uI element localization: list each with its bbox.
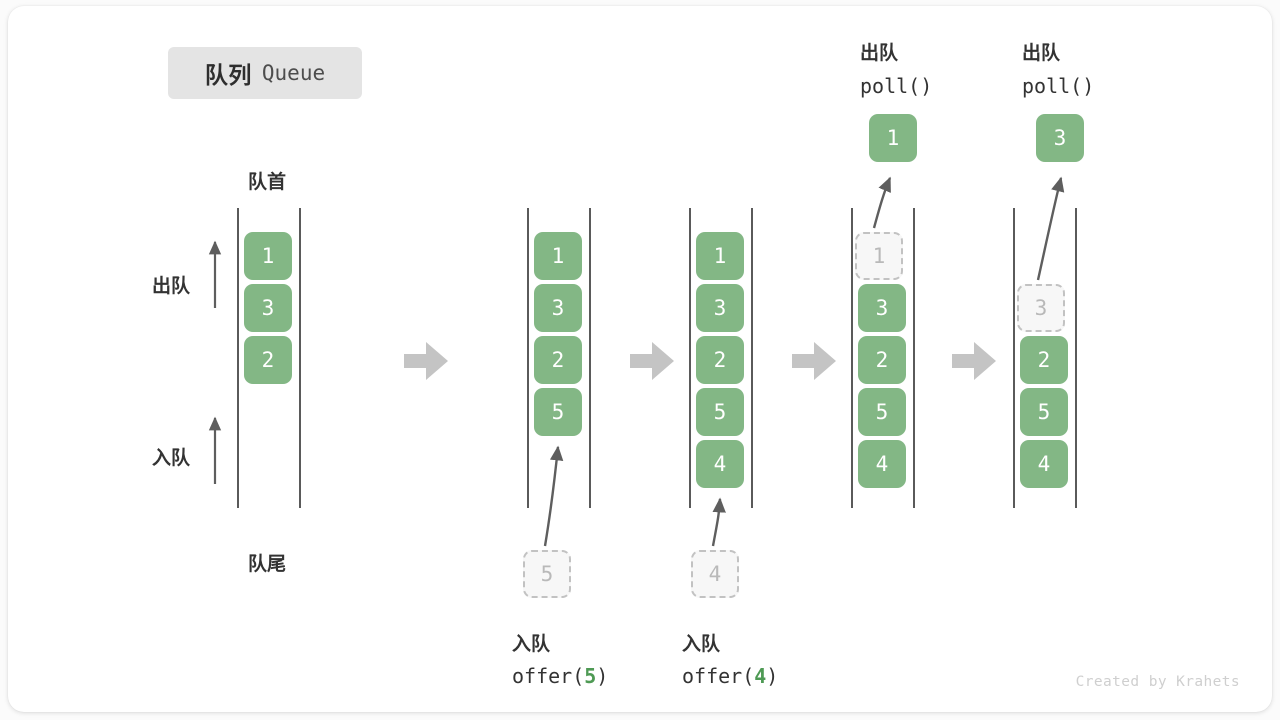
caption-enqueue-cn: 入队 (512, 634, 551, 655)
queue-rail-left-col5 (1013, 208, 1015, 508)
flow-arrow (404, 342, 448, 380)
caption-offer-4-code: offer(4) (682, 664, 778, 688)
queue-cell: 2 (858, 336, 906, 384)
caption-dequeue-cn: 出队 (860, 43, 899, 64)
code-prefix: offer( (682, 664, 755, 688)
arrows-overlay (208, 176, 1065, 547)
queue-cell: 5 (858, 388, 906, 436)
enqueue-arrow-4 (711, 497, 726, 547)
queue-cell: 3 (534, 284, 582, 332)
queue-rail-left-col1 (237, 208, 239, 508)
caption-poll-code: poll() (860, 74, 933, 98)
caption-offer-5-code: offer(5) (512, 664, 608, 688)
queue-cell: 2 (244, 336, 292, 384)
queue-cell: 5 (1020, 388, 1068, 436)
label-dequeue-side: 出队 (152, 276, 191, 297)
title-english: Queue (261, 61, 326, 85)
label-queue-front: 队首 (248, 172, 287, 193)
queue-cell: 1 (534, 232, 582, 280)
queue-cell: 3 (696, 284, 744, 332)
queue-rail-right-col5 (1075, 208, 1077, 508)
caption-dequeue-cn: 出队 (1022, 43, 1061, 64)
caption-poll-code: poll() (1022, 74, 1095, 98)
diagram-stage: 队列 Queue 队首 队尾 出队 入队 1 3 2 1 3 2 5 5 入队 … (8, 6, 1272, 712)
code-prefix: offer( (512, 664, 585, 688)
queue-cell: 4 (1020, 440, 1068, 488)
queue-rail-left-col4 (851, 208, 853, 508)
queue-cell-new: 5 (534, 388, 582, 436)
enqueue-arrow-5 (543, 445, 564, 547)
dequeue-arrow-3 (1036, 176, 1065, 281)
incoming-ghost-cell: 4 (691, 550, 739, 598)
flow-arrow (952, 342, 996, 380)
removed-ghost-cell: 3 (1017, 284, 1065, 332)
queue-rail-right-col3 (751, 208, 753, 508)
queue-cell: 2 (1020, 336, 1068, 384)
diagram-card: 队列 Queue 队首 队尾 出队 入队 1 3 2 1 3 2 5 5 入队 … (8, 6, 1272, 712)
queue-cell: 3 (244, 284, 292, 332)
label-enqueue-side: 入队 (152, 448, 191, 469)
code-arg: 5 (584, 664, 597, 688)
outgoing-cell: 1 (869, 114, 917, 162)
incoming-ghost-cell: 5 (523, 550, 571, 598)
watermark: Created by Krahets (1075, 674, 1240, 690)
dequeue-arrow-1 (872, 176, 892, 229)
queue-cell: 4 (858, 440, 906, 488)
outgoing-cell: 3 (1036, 114, 1084, 162)
code-suffix: ) (766, 664, 779, 688)
title-chinese: 队列 (204, 62, 252, 88)
queue-cell: 2 (534, 336, 582, 384)
queue-rail-right-col2 (589, 208, 591, 508)
queue-cell: 5 (696, 388, 744, 436)
queue-cell: 3 (858, 284, 906, 332)
caption-enqueue-cn: 入队 (682, 634, 721, 655)
queue-rail-left-col3 (689, 208, 691, 508)
queue-rail-left-col2 (527, 208, 529, 508)
queue-cell: 1 (696, 232, 744, 280)
code-arg: 4 (754, 664, 767, 688)
code-suffix: ) (596, 664, 609, 688)
queue-rail-right-col4 (913, 208, 915, 508)
queue-cell-new: 4 (696, 440, 744, 488)
queue-rail-right-col1 (299, 208, 301, 508)
label-queue-rear: 队尾 (248, 554, 287, 575)
flow-arrow (792, 342, 836, 380)
diagram-title-badge: 队列 Queue (168, 47, 362, 99)
flow-arrow (630, 342, 674, 380)
queue-cell: 1 (244, 232, 292, 280)
queue-cell: 2 (696, 336, 744, 384)
removed-ghost-cell: 1 (855, 232, 903, 280)
